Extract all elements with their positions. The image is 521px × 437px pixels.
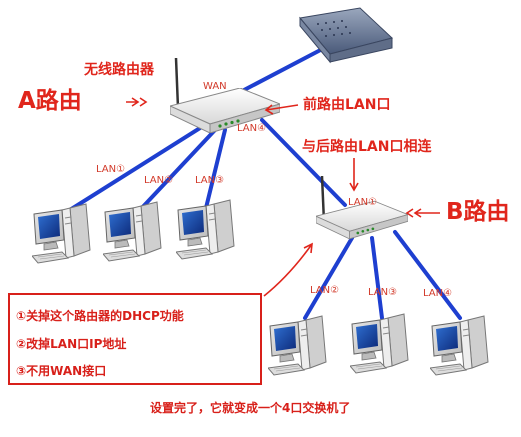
- arrow-front-lan: [264, 104, 299, 115]
- a-port-lan2: LAN②: [144, 175, 174, 186]
- cable-a-lan2: [136, 128, 217, 214]
- pc-b2: [268, 315, 327, 376]
- pc-b4: [430, 315, 489, 376]
- router-a-lan4-label: LAN④: [237, 123, 267, 134]
- pc-a2: [103, 201, 162, 262]
- router-a-wan-label: WAN: [203, 81, 227, 92]
- step-3: ③不用WAN接口: [16, 364, 107, 378]
- step-1: ①关掉这个路由器的DHCP功能: [16, 309, 184, 323]
- cable-b-lan2: [303, 236, 354, 320]
- arrow-connect-down: [349, 158, 359, 192]
- cables: [63, 43, 462, 320]
- modem: [299, 7, 394, 64]
- cable-a-lan1: [63, 126, 202, 215]
- b-port-lan2: LAN②: [310, 285, 340, 296]
- arrow-b-router: [405, 208, 440, 218]
- cable-b-lan4: [393, 230, 462, 320]
- router-b: [316, 175, 408, 240]
- pc-a1: [32, 203, 91, 264]
- step-2: ②改掉LAN口IP地址: [16, 337, 127, 351]
- instructions-box: ①关掉这个路由器的DHCP功能 ②改掉LAN口IP地址 ③不用WAN接口: [8, 293, 262, 385]
- router-a-title: A路由: [18, 88, 82, 114]
- b-port-lan4: LAN④: [423, 288, 453, 299]
- pc-b3: [350, 313, 409, 374]
- arrow-a-router: [126, 97, 148, 107]
- front-lan-note: 前路由LAN口: [303, 97, 391, 113]
- footer-note: 设置完了，它就变成一个4口交换机了: [150, 401, 351, 415]
- pc-a3: [176, 199, 235, 260]
- b-port-lan3: LAN③: [368, 287, 398, 298]
- annotation-arrows: [126, 97, 440, 297]
- cable-a-lan4-to-b: [260, 118, 347, 207]
- router-b-lan1-label: LAN①: [348, 197, 378, 208]
- wireless-router-label: 无线路由器: [84, 62, 154, 78]
- router-a: [170, 57, 280, 133]
- cable-b-lan3: [370, 236, 384, 320]
- a-port-lan1: LAN①: [96, 164, 126, 175]
- a-port-lan3: LAN③: [195, 175, 225, 186]
- arrow-note-to-b: [263, 242, 313, 297]
- cable-a-lan3: [203, 128, 227, 214]
- connect-note: 与后路由LAN口相连: [302, 139, 432, 155]
- router-b-title: B路由: [446, 199, 510, 225]
